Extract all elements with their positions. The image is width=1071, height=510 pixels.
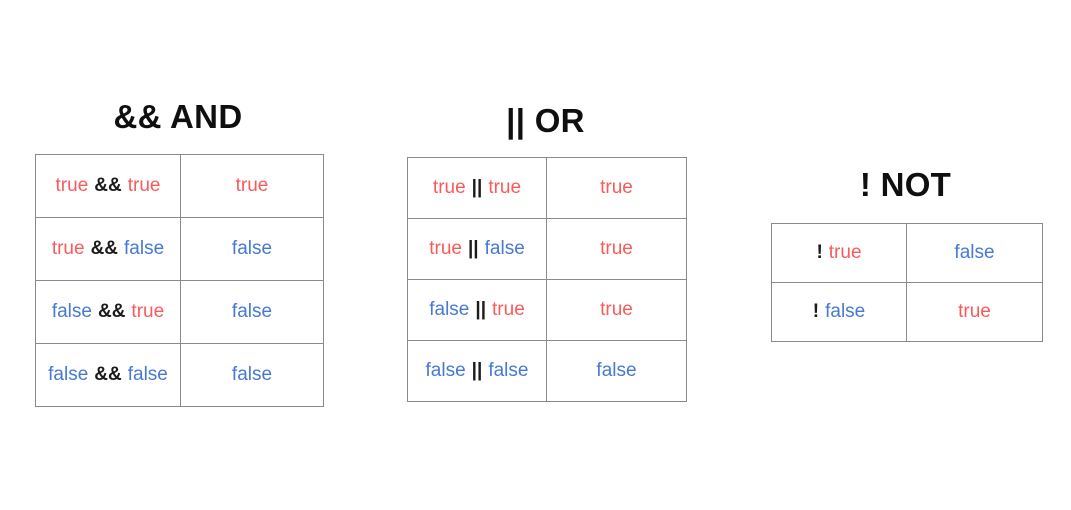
or-expression-cell: true || false (407, 218, 547, 280)
and-truth-table-block: && AND true && true true (35, 100, 324, 407)
operand-left: false (48, 364, 89, 385)
not-expression-cell: ! false (771, 282, 907, 342)
operand-right: true (488, 177, 522, 198)
or-result-cell: true (546, 218, 687, 280)
operand-left: true (429, 238, 462, 259)
and-expression-cell: true && true (35, 154, 181, 218)
and-truth-table: true && true true true (35, 154, 324, 407)
operand-left: false (425, 360, 466, 381)
and-result-cell: false (180, 343, 324, 407)
or-result-cell: false (546, 340, 687, 402)
table-row: ! true false (771, 223, 1043, 283)
operand-right: true (131, 301, 165, 322)
result-value: true (600, 299, 633, 320)
table-row: false && true false (35, 280, 324, 344)
operand-right: false (484, 238, 525, 259)
and-operator-icon: && (97, 301, 126, 322)
operand-right: false (488, 360, 529, 381)
result-value: false (954, 242, 995, 263)
and-result-cell: false (180, 217, 324, 281)
result-value: true (958, 301, 991, 322)
table-row: false || true true (407, 279, 687, 341)
not-result-cell: false (906, 223, 1043, 283)
operand-right: true (127, 175, 161, 196)
operand-left: true (432, 177, 466, 198)
and-result-cell: true (180, 154, 324, 218)
result-value: true (600, 177, 633, 198)
not-table-title: ! NOT (859, 166, 952, 203)
result-value: true (600, 238, 633, 259)
table-row: true || true true (407, 157, 687, 219)
operand-right: true (492, 299, 525, 320)
or-result-cell: true (546, 279, 687, 341)
operand-left: false (51, 301, 92, 322)
operand-right: false (124, 238, 165, 259)
result-value: false (596, 360, 637, 381)
result-value: false (231, 364, 273, 385)
table-row: false && false false (35, 343, 324, 407)
or-operator-icon: || (471, 177, 483, 198)
result-value: false (231, 238, 273, 259)
operand-right: false (825, 301, 866, 322)
table-row: ! false true (771, 282, 1043, 342)
or-expression-cell: false || true (407, 279, 547, 341)
not-truth-table: ! true false ! false (771, 223, 1043, 342)
or-table-title: || OR (506, 102, 585, 139)
or-expression-cell: false || false (407, 340, 547, 402)
or-truth-table-block: || OR true || true true (407, 104, 687, 402)
and-expression-cell: true && false (35, 217, 181, 281)
and-operator-icon: && (94, 175, 122, 196)
result-value: true (235, 175, 269, 196)
and-expression-cell: false && false (35, 343, 181, 407)
and-operator-icon: && (94, 364, 122, 385)
or-operator-icon: || (475, 299, 487, 320)
or-operator-icon: || (471, 360, 483, 381)
not-operator-icon: ! (812, 301, 820, 322)
not-operator-icon: ! (816, 242, 823, 263)
result-value: false (231, 301, 273, 322)
operand-right: false (127, 364, 168, 385)
not-expression-cell: ! true (771, 223, 907, 283)
and-expression-cell: false && true (35, 280, 181, 344)
table-row: true && true true (35, 154, 324, 218)
and-table-title: && AND (113, 98, 243, 135)
operand-left: true (51, 238, 85, 259)
operand-left: true (55, 175, 89, 196)
or-expression-cell: true || true (407, 157, 547, 219)
or-truth-table: true || true true true (407, 157, 687, 402)
and-result-cell: false (180, 280, 324, 344)
table-row: true && false false (35, 217, 324, 281)
not-truth-table-block: ! NOT ! true false (771, 168, 1043, 342)
operand-left: false (429, 299, 470, 320)
and-operator-icon: && (90, 238, 119, 259)
or-operator-icon: || (467, 238, 479, 259)
table-row: false || false false (407, 340, 687, 402)
table-row: true || false true (407, 218, 687, 280)
operand-right: true (828, 242, 862, 263)
not-result-cell: true (906, 282, 1043, 342)
or-result-cell: true (546, 157, 687, 219)
